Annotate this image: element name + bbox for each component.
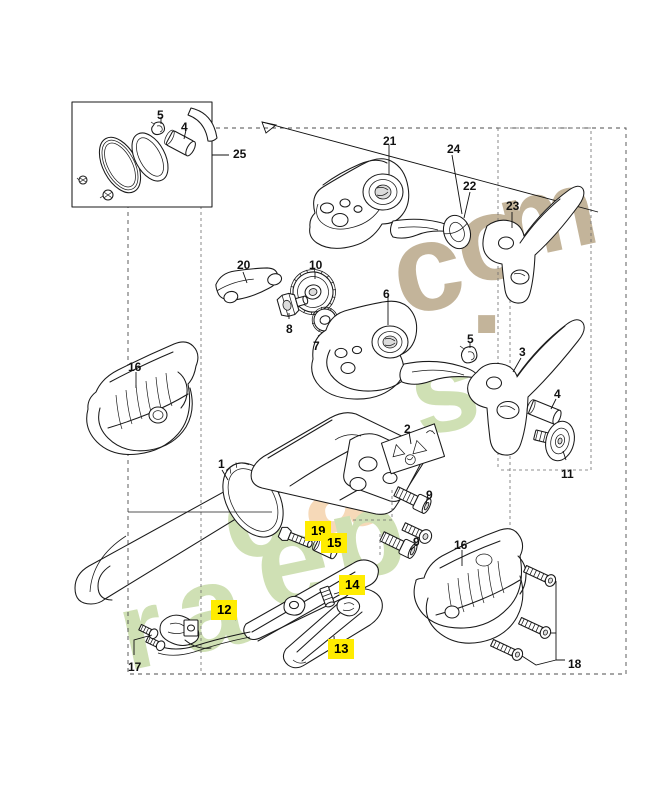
part-number-22: 22 [463,179,477,193]
part-number-24: 24 [447,142,461,156]
part-23-counter-blade-upper [482,185,585,304]
part-number-4: 4 [554,387,561,401]
part-number-1: 1 [218,457,225,471]
part-number-11: 11 [561,467,574,481]
part-25-seal-kit-box [71,101,229,208]
part-number-4: 4 [181,120,188,134]
part-20-link-plate [215,267,283,304]
part-19-bolt-hex [277,526,313,548]
part-number-12-highlighted: 12 [211,600,238,620]
part-number-3: 3 [519,345,526,359]
part-17-bracket-assembly [133,614,212,655]
part-number-13-highlighted: 13 [328,639,355,659]
part-5-retaining-clip [459,342,478,364]
part-4-pivot-pin [526,398,562,425]
part-number-17: 17 [128,660,142,674]
part-22-spacer-bushing [442,191,472,250]
part-number-18: 18 [568,657,582,671]
part-3-counter-blade [467,319,585,456]
part-16-handle-grip-cover-right [413,528,527,644]
part-number-16: 16 [128,360,142,374]
part-number-21: 21 [383,134,397,148]
part-9-screws [352,486,432,559]
part-number-8: 8 [286,322,293,336]
dashed-frame-outer [127,127,627,675]
part-number-20: 20 [237,258,251,272]
part-13-trigger-lever [282,588,383,669]
part-number-9: 9 [413,535,420,549]
part-number-2: 2 [404,422,411,436]
part-16-handle-grip-cover-left [86,341,199,455]
part-number-15-highlighted: 15 [321,533,348,553]
part-number-7: 7 [313,339,320,353]
part-number-9: 9 [426,488,433,502]
part-6-cutting-blade [311,297,479,400]
part-24-assembly-bracket [261,121,599,215]
dashed-centerline-vertical [200,128,511,674]
part-1-housing-shell-main [74,412,426,605]
part-21-blade-arm-assembly [309,145,454,249]
part-18-screws-long [401,522,565,666]
part-number-5: 5 [467,332,474,346]
part-number-5: 5 [157,108,164,122]
part-number-25: 25 [233,147,247,161]
part-8-bolt-shoulder [276,292,309,319]
part-number-10: 10 [309,258,323,272]
part-14-pin-short [319,585,342,608]
part-number-16: 16 [454,538,468,552]
part-number-6: 6 [383,287,390,301]
part-2-warning-decal [380,423,446,475]
part-number-14-highlighted: 14 [339,575,366,595]
part-11-pivot-bolt-knob [533,420,575,462]
part-number-23: 23 [506,199,520,213]
